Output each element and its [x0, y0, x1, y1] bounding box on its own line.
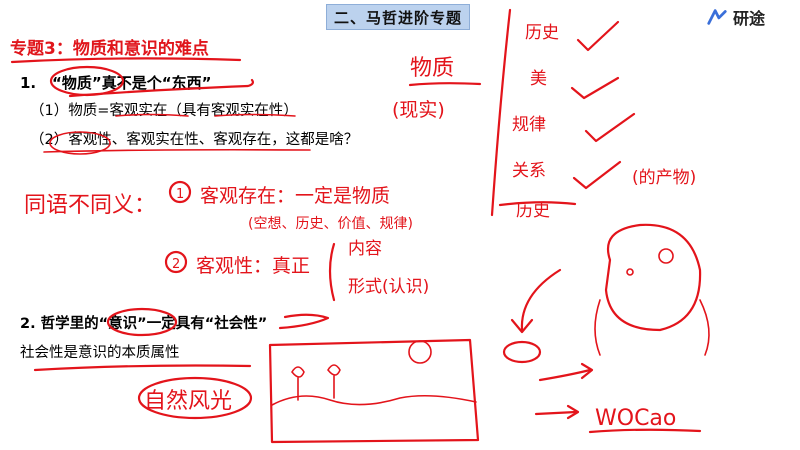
section1-heading: 1. “物质”真不是个“东西” [20, 72, 211, 93]
figure-arm-sketch [699, 299, 710, 356]
picture-frame-sketch [268, 338, 480, 444]
logo-text: 研途 [733, 9, 766, 28]
brace-stroke [328, 242, 336, 302]
circled-two-icon [164, 250, 188, 274]
section2-note: 社会性是意识的本质属性 [20, 345, 180, 361]
keguan-cunzai-note: 客观存在：一定是物质 [200, 185, 390, 207]
tree-icon [327, 364, 341, 399]
wocao-underline [588, 428, 702, 434]
divider-stroke [490, 8, 512, 217]
list-item-2: 美 [530, 69, 547, 89]
keguanshizai-underline [115, 113, 189, 117]
check-icon [572, 160, 622, 190]
list-item-4: 关系 [512, 161, 546, 181]
kgszx-underline [214, 113, 296, 117]
section1-heading-text: “物质”真不是个“东西” [52, 74, 212, 92]
text-emphasis-marks [10, 57, 330, 372]
section2-underline [33, 364, 252, 372]
wuzhi-note: 物质 [410, 56, 454, 81]
check-icon [576, 20, 620, 52]
arrow-curve-stroke [520, 268, 562, 332]
neirong-note: 内容 [348, 239, 382, 259]
tonggai-note: 同语不同义： [24, 193, 156, 218]
arrow-stroke [534, 410, 578, 416]
list-notes-group: 历史 美 规律 关系 历史 (的产物) [498, 20, 696, 221]
keguan-xing-note: 客观性：真正 [196, 255, 310, 277]
topic-underline [10, 57, 242, 64]
tree-icon [291, 366, 305, 401]
wuzhi-circle [49, 65, 125, 97]
arrow-head-icon [510, 318, 534, 334]
circled-one-icon [168, 180, 192, 204]
arrow-head-icon [566, 404, 580, 420]
arrow-stroke [538, 368, 592, 382]
check-icon [584, 112, 636, 143]
check-icon [570, 76, 620, 100]
ziran-note: 自然风光 [144, 389, 232, 414]
wuzhi-note-underline [408, 82, 482, 87]
yishi-circle [106, 307, 178, 337]
brand-logo: 研途 [706, 4, 765, 30]
xingshi-note: 形式(认识) [348, 277, 429, 297]
header-banner: 二、马哲进阶专题 [326, 4, 470, 30]
list-note: (的产物) [632, 168, 696, 188]
section1-number: 1. [20, 74, 37, 92]
shehuixing-mark [278, 313, 330, 330]
arrow-head-icon [580, 362, 594, 380]
section2-heading: 2. 哲学里的“意识”一定具有“社会性” [20, 316, 268, 332]
list-item-1: 历史 [525, 23, 559, 43]
point2-underline [43, 148, 311, 153]
figure-sketch [502, 223, 710, 420]
section1-underline [68, 78, 254, 98]
list-item-5-underline [498, 201, 577, 207]
figure-arm-sketch [594, 299, 601, 356]
wuzhi-note-group: 物质 (现实) [392, 56, 482, 121]
tonggai-group: 同语不同义： 1 客观存在：一定是物质 (空想、历史、价值、规律) 2 客观性：… [24, 180, 429, 302]
section1-point2: （2）客观性、客观实在性、客观存在，这都是啥？ [30, 132, 359, 148]
list-item-5: 历史 [516, 201, 550, 221]
figure-eye-icon [626, 268, 634, 276]
figure-head-sketch [604, 223, 702, 332]
figure-eye-icon [658, 248, 674, 264]
keguan-examples-note: (空想、历史、价值、规律) [248, 216, 413, 232]
xianshi-note: (现实) [392, 99, 445, 121]
circled-one-label: 1 [176, 187, 184, 202]
logo-mark-icon [707, 9, 727, 25]
sun-icon [408, 340, 432, 364]
topic-title: 专题3：物质和意识的难点 [10, 39, 209, 59]
bowl-sketch [502, 340, 542, 364]
wocao-note: WOCao [595, 406, 676, 431]
hills-line-sketch [271, 394, 477, 406]
ziran-circle [137, 376, 253, 420]
landscape-sketch [268, 338, 480, 444]
list-item-3: 规律 [512, 115, 546, 135]
circled-two-label: 2 [172, 257, 180, 272]
keguanxing-circle [49, 131, 111, 155]
